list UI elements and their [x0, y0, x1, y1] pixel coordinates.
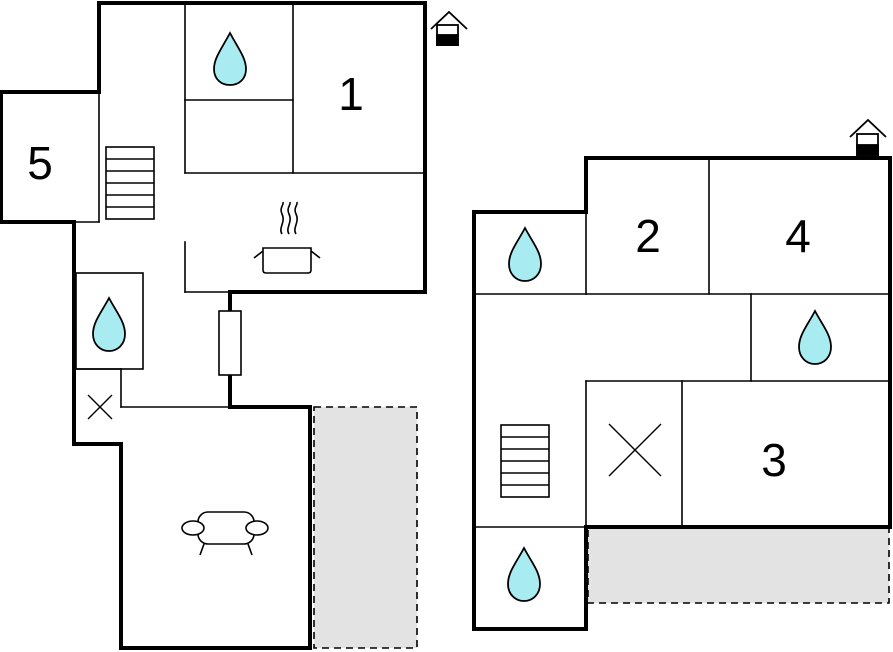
room-label-4: 4 [785, 210, 811, 262]
water-drop-icon [92, 296, 126, 352]
radiator-icon [218, 310, 242, 376]
chimney-icon [430, 10, 468, 46]
water-drop-icon [507, 546, 541, 602]
water-drop-icon [508, 226, 542, 282]
closet-cross-icon [608, 423, 662, 477]
water-drop-icon [213, 31, 247, 86]
room-label-3: 3 [761, 434, 787, 486]
room-label-1: 1 [338, 68, 364, 120]
room-label-2: 2 [635, 210, 661, 262]
left-floor-outer-wall [0, 1, 427, 650]
stairs-icon [105, 146, 155, 220]
room-label-5: 5 [27, 137, 53, 189]
closet-cross-icon [87, 394, 113, 420]
terrace-left [313, 406, 418, 649]
chimney-icon [849, 118, 887, 156]
right-floor-outer-wall [472, 156, 892, 631]
armchair-icon [181, 511, 269, 556]
terrace-right [587, 526, 890, 604]
right-floor-interior-walls [473, 157, 891, 528]
right-floor: 2 4 3 [472, 118, 892, 631]
cooking-pot-icon [253, 201, 321, 274]
stairs-icon [500, 424, 550, 498]
water-drop-icon [798, 309, 832, 365]
left-floor-interior-walls [73, 2, 426, 408]
left-floor: 1 5 [0, 1, 468, 650]
